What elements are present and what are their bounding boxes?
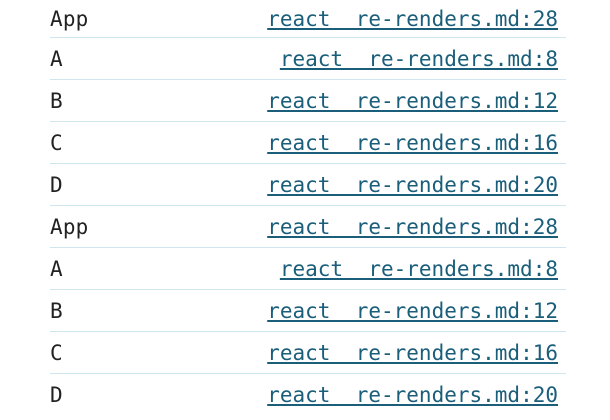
console-row: C react re-renders.md:16 [50, 332, 566, 374]
source-link[interactable]: react re-renders.md:20 [267, 383, 558, 407]
console-row: App react re-renders.md:28 [50, 0, 566, 38]
source-link[interactable]: react re-renders.md:16 [267, 130, 558, 155]
console-message: A [50, 46, 63, 71]
console-row: B react re-renders.md:12 [50, 290, 566, 332]
source-link[interactable]: react re-renders.md:16 [267, 340, 558, 365]
console-row: D react re-renders.md:20 [50, 164, 566, 206]
console-message: C [50, 340, 63, 365]
console-message: App [50, 214, 89, 239]
source-link[interactable]: react re-renders.md:8 [279, 256, 558, 281]
console-row: B react re-renders.md:12 [50, 80, 566, 122]
source-link[interactable]: react re-renders.md:12 [267, 88, 558, 113]
console-message: C [50, 130, 63, 155]
console-message: App [50, 6, 89, 31]
console-log-list: App react re-renders.md:28 A react re-re… [50, 0, 566, 416]
console-message: D [50, 383, 63, 407]
console-row: D react re-renders.md:20 [50, 374, 566, 416]
console-row: App react re-renders.md:28 [50, 206, 566, 248]
source-link[interactable]: react re-renders.md:28 [267, 6, 558, 31]
source-link[interactable]: react re-renders.md:8 [279, 46, 558, 71]
console-message: B [50, 298, 63, 323]
console-message: B [50, 88, 63, 113]
console-message: A [50, 256, 63, 281]
console-row: A react re-renders.md:8 [50, 38, 566, 80]
console-row: C react re-renders.md:16 [50, 122, 566, 164]
source-link[interactable]: react re-renders.md:28 [267, 214, 558, 239]
console-row: A react re-renders.md:8 [50, 248, 566, 290]
source-link[interactable]: react re-renders.md:12 [267, 298, 558, 323]
console-message: D [50, 172, 63, 197]
source-link[interactable]: react re-renders.md:20 [267, 172, 558, 197]
